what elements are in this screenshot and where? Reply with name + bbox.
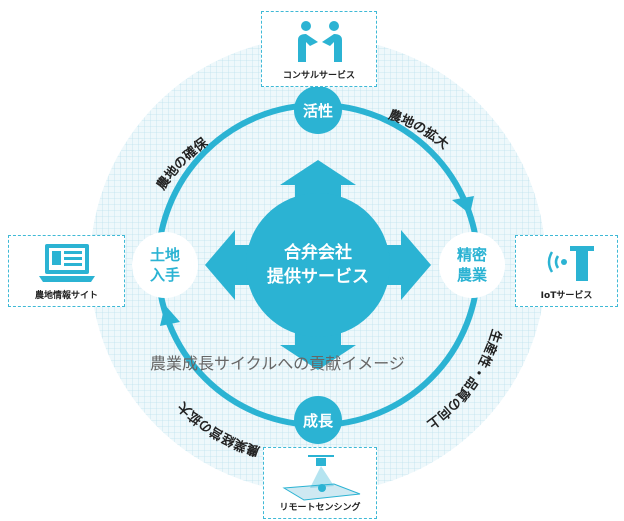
node-right <box>439 232 505 298</box>
node-bottom <box>294 396 342 444</box>
laptop-icon <box>39 244 95 282</box>
node-right-line1: 精密 <box>457 246 487 264</box>
node-top-label: 活性 <box>303 102 333 120</box>
service-box-top: コンサルサービス <box>261 11 377 87</box>
node-left-line2: 入手 <box>150 266 180 284</box>
service-label-bottom: リモートセンシング <box>279 503 361 513</box>
center-label-line1: 合弁会社 <box>284 242 352 263</box>
center-label-line2: 提供サービス <box>267 266 369 287</box>
center-cross-arrows <box>205 160 431 370</box>
node-left-line1: 土地 <box>150 246 180 264</box>
node-top <box>294 86 342 134</box>
iot-sensor-icon <box>547 246 594 281</box>
node-right-line2: 農業 <box>457 266 488 284</box>
node-bottom-label: 成長 <box>303 412 334 430</box>
node-left <box>132 232 198 298</box>
drone-icon <box>282 455 361 501</box>
ring-arrow-right <box>452 196 474 214</box>
service-label-top: コンサルサービス <box>282 71 355 81</box>
ring-arrow-left <box>160 305 180 326</box>
service-label-right: IoTサービス <box>540 291 593 301</box>
service-box-bottom: リモートセンシング <box>263 447 377 519</box>
service-box-right: IoTサービス <box>515 235 618 307</box>
handshake-icon <box>298 21 342 62</box>
diagram-caption: 農業成長サイクルへの貢献イメージ <box>150 354 405 373</box>
center-circle <box>246 193 390 337</box>
service-box-left: 農地情報サイト <box>8 235 125 307</box>
service-label-left: 農地情報サイト <box>34 291 98 301</box>
